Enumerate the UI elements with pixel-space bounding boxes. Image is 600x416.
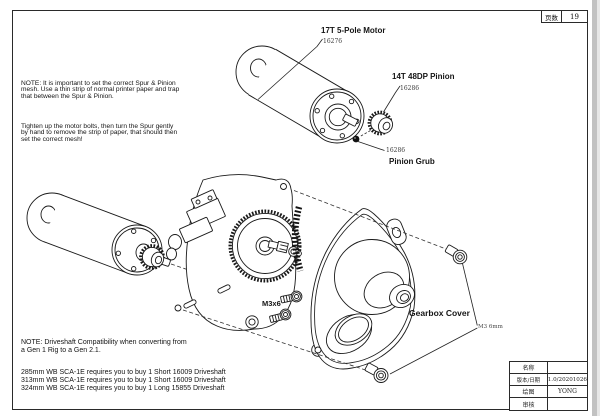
title-block-label: 绘图 (510, 386, 548, 397)
note-line: NOTE: Driveshaft Compatibility when conv… (21, 339, 187, 346)
title-block-label: 版本/日期 (510, 374, 548, 385)
title-block-value: 1.0/20201026 (547, 376, 587, 383)
gearbox-cover-drawing (310, 208, 416, 370)
title-block-value (548, 362, 587, 373)
m3x6-label: M3x6 (262, 299, 281, 308)
note-line: set the correct mesh! (21, 135, 83, 143)
note-line: that between the Spur & Pinion. (21, 92, 114, 100)
page-edge-shadow (592, 0, 597, 416)
pinion-label: 14T 48DP Pinion (392, 72, 455, 81)
title-block-label: 名称 (510, 362, 548, 373)
m3-6mm-label: M3 6mm (478, 323, 503, 330)
grub-screw-drawing (352, 135, 360, 143)
title-block-value (548, 398, 587, 410)
m3x6-screws-drawing (269, 290, 303, 323)
title-block-row: 名称 (510, 362, 587, 374)
note-line: 285mm WB SCA-1E requires you to buy 1 Sh… (21, 369, 226, 376)
page-number-value: 19 (570, 12, 579, 21)
m3-6mm-screws-drawing (364, 244, 468, 383)
pinion-grub-label: Pinion Grub (389, 156, 435, 166)
note-line: mesh. Use a thin strip of normal printer… (21, 86, 180, 94)
page-border (12, 10, 588, 410)
mounted-pinion-gear (139, 244, 171, 270)
pinion-part-number: 16286 (400, 84, 420, 92)
page-number-label: 页数 (542, 11, 562, 22)
leader-lines (257, 38, 478, 375)
driveshaft-note: NOTE: Driveshaft Compatibility when conv… (21, 339, 187, 355)
gearbox-cover-label: Gearbox Cover (409, 308, 470, 318)
spur-mesh-note: NOTE: It is important to set the correct… (21, 80, 180, 100)
gear-shaft (267, 240, 289, 254)
motor-label: 17T 5-Pole Motor (321, 26, 386, 35)
note-line: by hand to remove the strip of paper, th… (21, 129, 178, 137)
motor-part-number: 16276 (323, 38, 343, 45)
note-line: 313mm WB SCA-1E requires you to buy 1 Sh… (21, 377, 226, 384)
spur-mesh-note-2: Tighten up the motor bolts, then turn th… (21, 123, 178, 143)
note-line: Tighten up the motor bolts, then turn th… (21, 123, 174, 130)
spur-gear-drawing (228, 209, 302, 283)
title-block: 名称 版本/日期 1.0/20201026 绘图 YONG 审核 (509, 361, 588, 411)
title-block-value: YONG (558, 388, 577, 395)
note-line: a Gen 1 Rig to a Gen 2.1. (21, 347, 101, 354)
motor-17t-drawing (235, 45, 394, 144)
internal-gear-edge (291, 206, 304, 272)
title-block-row: 版本/日期 1.0/20201026 (510, 374, 587, 386)
title-block-row: 绘图 YONG (510, 386, 587, 398)
note-line: 324mm WB SCA-1E requires you to buy 1 Lo… (21, 385, 225, 392)
page-edge-light (597, 0, 600, 416)
assembled-motor-drawing (26, 192, 192, 276)
alignment-lines (182, 190, 447, 371)
title-block-row: 审核 (510, 398, 587, 410)
title-block-label: 审核 (510, 398, 548, 410)
note-line: NOTE: It is important to set the correct… (21, 80, 176, 87)
pinion-gear-drawing (367, 110, 394, 136)
grub-part-number: 16286 (386, 147, 406, 154)
page-number-box: 页数 19 (541, 10, 588, 23)
driveshaft-compat-list: 285mm WB SCA-1E requires you to buy 1 Sh… (21, 369, 226, 393)
